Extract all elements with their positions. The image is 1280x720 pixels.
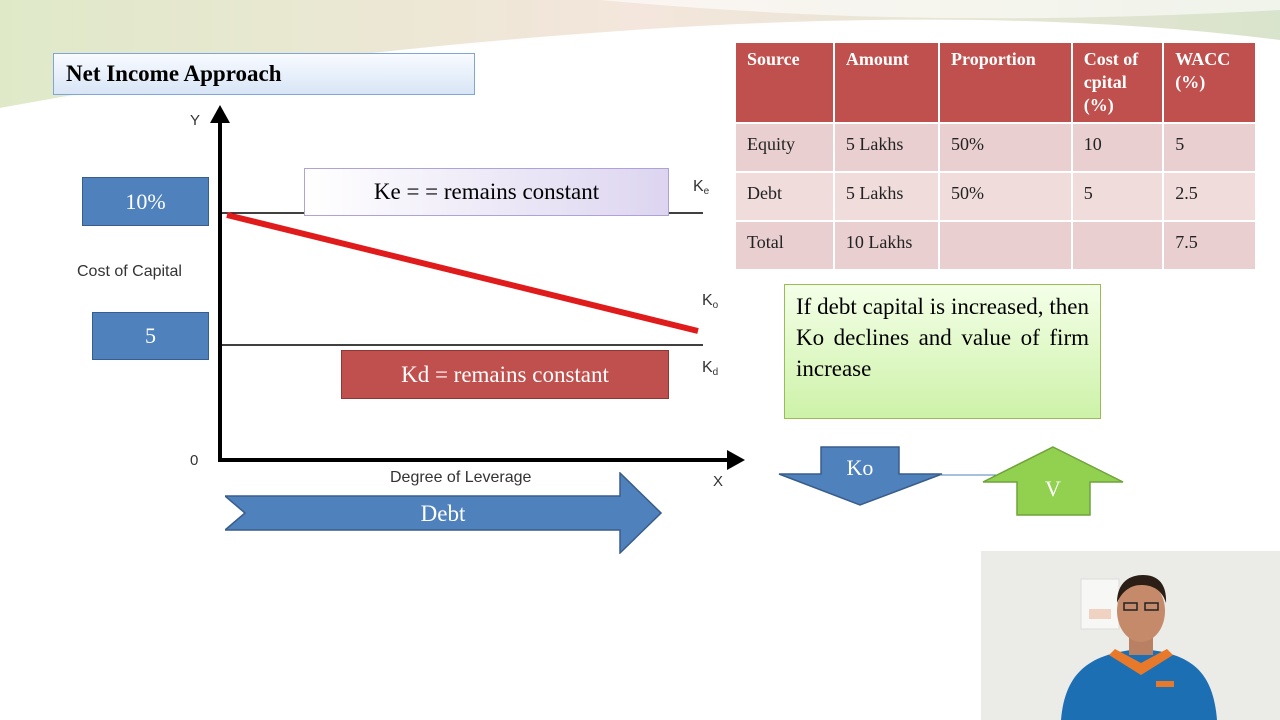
wacc-table: Source Amount Proportion Cost of cpital … — [736, 43, 1257, 269]
cost-5-box: 5 — [92, 312, 209, 360]
table-cell: Debt — [736, 171, 835, 220]
ko-to-v-connector — [940, 474, 996, 476]
table-cell: 50% — [940, 171, 1073, 220]
ke-line-label: Ke — [693, 178, 710, 197]
v-arrow-label: V — [1045, 476, 1061, 501]
header-wacc: WACC (%) — [1164, 43, 1257, 122]
kd-line-label: Kd — [702, 359, 718, 378]
slide-title: Net Income Approach — [53, 53, 475, 95]
table-cell: 50% — [940, 122, 1073, 171]
table-cell — [1072, 220, 1165, 269]
y-axis-letter: Y — [190, 112, 200, 129]
presenter-webcam — [981, 551, 1280, 720]
x-axis-title: Degree of Leverage — [390, 469, 532, 486]
x-axis-arrowhead — [727, 450, 745, 470]
table-cell: 7.5 — [1164, 220, 1257, 269]
value-up-arrow: V — [982, 446, 1124, 516]
table-header-row: Source Amount Proportion Cost of cpital … — [736, 43, 1257, 122]
header-source: Source — [736, 43, 835, 122]
table-cell: 5 Lakhs — [834, 171, 941, 220]
x-axis-letter: X — [713, 473, 723, 490]
table-row: Equity 5 Lakhs 50% 10 5 — [736, 122, 1257, 171]
cost-10-percent-box: 10% — [82, 177, 209, 226]
header-cost-of-capital: Cost of cpital (%) — [1072, 43, 1165, 122]
debt-arrow: Debt — [225, 472, 662, 554]
ko-line-label: Ko — [702, 292, 719, 311]
header-amount: Amount — [834, 43, 941, 122]
table-cell: Total — [736, 220, 835, 269]
debt-arrow-label: Debt — [421, 501, 466, 526]
table-row: Total 10 Lakhs 7.5 — [736, 220, 1257, 269]
kd-constant-callout: Kd = remains constant — [341, 350, 669, 399]
table-row: Debt 5 Lakhs 50% 5 2.5 — [736, 171, 1257, 220]
table-cell: Equity — [736, 122, 835, 171]
ko-arrow-label: Ko — [847, 455, 874, 480]
y-axis-title: Cost of Capital — [77, 263, 182, 280]
table-cell: 5 — [1164, 122, 1257, 171]
header-proportion: Proportion — [940, 43, 1073, 122]
debt-increase-note: If debt capital is increased, then Ko de… — [784, 284, 1101, 419]
table-cell: 10 — [1072, 122, 1165, 171]
ko-line — [226, 212, 699, 334]
ko-down-arrow: Ko — [778, 446, 943, 506]
table-cell: 5 — [1072, 171, 1165, 220]
table-cell: 10 Lakhs — [834, 220, 941, 269]
table-cell — [940, 220, 1073, 269]
table-cell: 2.5 — [1164, 171, 1257, 220]
ke-constant-callout: Ke = = remains constant — [304, 168, 669, 216]
table-cell: 5 Lakhs — [834, 122, 941, 171]
cost-of-capital-chart: Y X 0 Cost of Capital Degree of Leverage… — [77, 105, 745, 490]
y-axis-arrowhead — [210, 105, 230, 123]
origin-label: 0 — [190, 452, 198, 469]
